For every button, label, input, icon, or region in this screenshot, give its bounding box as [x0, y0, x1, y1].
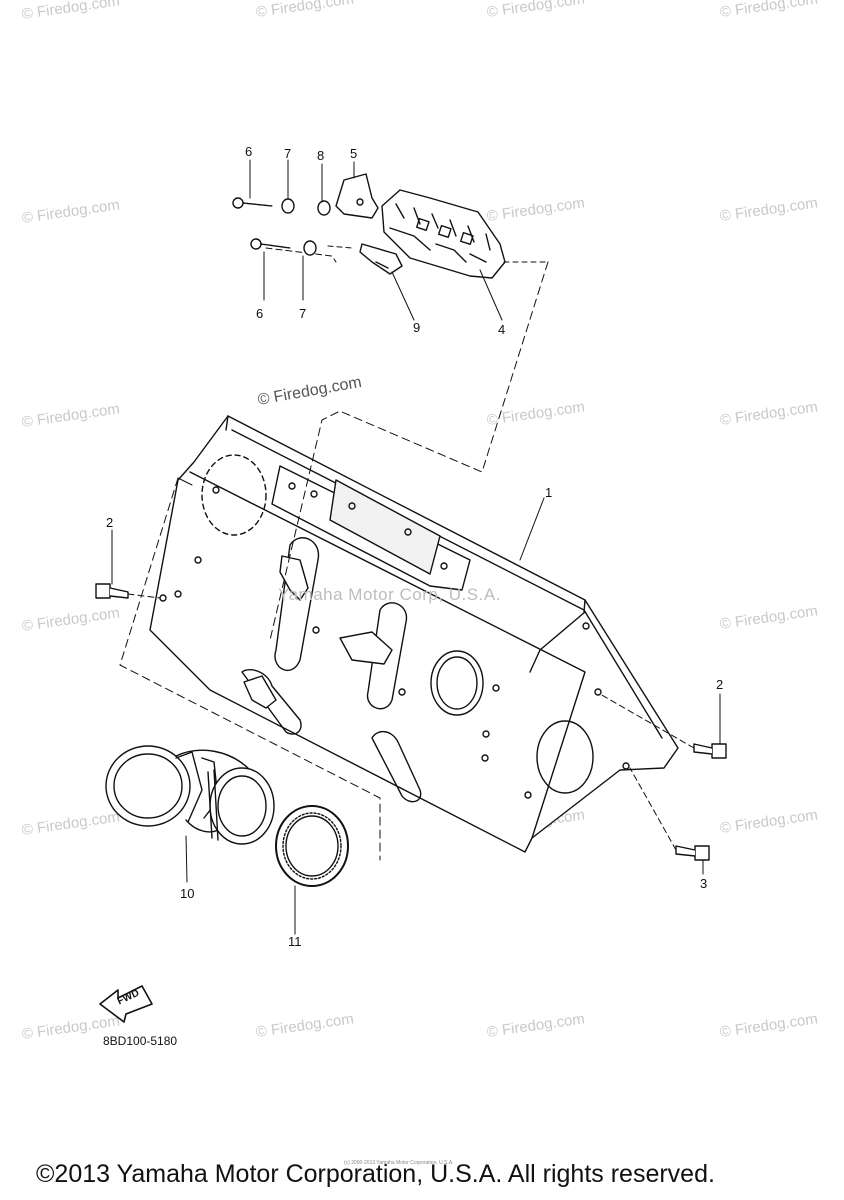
air-duct-hose	[105, 745, 275, 845]
washer-top	[281, 198, 295, 214]
bolt-right-lower	[629, 767, 710, 861]
clamp-plate	[335, 173, 379, 219]
screw-top	[232, 197, 273, 209]
callout-6-bottom: 6	[256, 306, 264, 321]
nut	[317, 200, 331, 216]
leader-lines	[111, 159, 721, 935]
bolt-right-upper	[599, 693, 727, 759]
cable-clip	[359, 243, 403, 275]
callout-9: 9	[413, 320, 421, 335]
gasket-ring	[275, 805, 349, 887]
callout-4: 4	[498, 322, 506, 337]
callout-2-right: 2	[716, 677, 724, 692]
callout-5: 5	[350, 146, 358, 161]
callout-1: 1	[545, 485, 553, 500]
callout-6-top: 6	[245, 144, 253, 159]
callout-8: 8	[317, 148, 325, 163]
callout-11: 11	[288, 934, 302, 949]
main-bracket-panel	[149, 415, 679, 853]
fwd-arrow-icon	[99, 985, 153, 1023]
yamaha-watermark: Yamaha Motor Corp, U.S.A.	[278, 585, 501, 604]
callout-7-bottom: 7	[299, 306, 307, 321]
bolt-left	[95, 583, 161, 599]
callout-10: 10	[180, 886, 195, 901]
washer-bottom	[303, 240, 317, 256]
part-code: 8BD100-5180	[103, 1034, 178, 1048]
screw-bottom	[250, 238, 291, 250]
callout-3: 3	[700, 876, 708, 891]
tiny-copyright: (c) 2000-2013 Yamaha Motor Corporation, …	[344, 1160, 454, 1166]
callout-2-left: 2	[106, 515, 114, 530]
callout-7-top: 7	[284, 146, 292, 161]
copyright-notice: ©2013 Yamaha Motor Corporation, U.S.A. A…	[36, 1160, 715, 1188]
